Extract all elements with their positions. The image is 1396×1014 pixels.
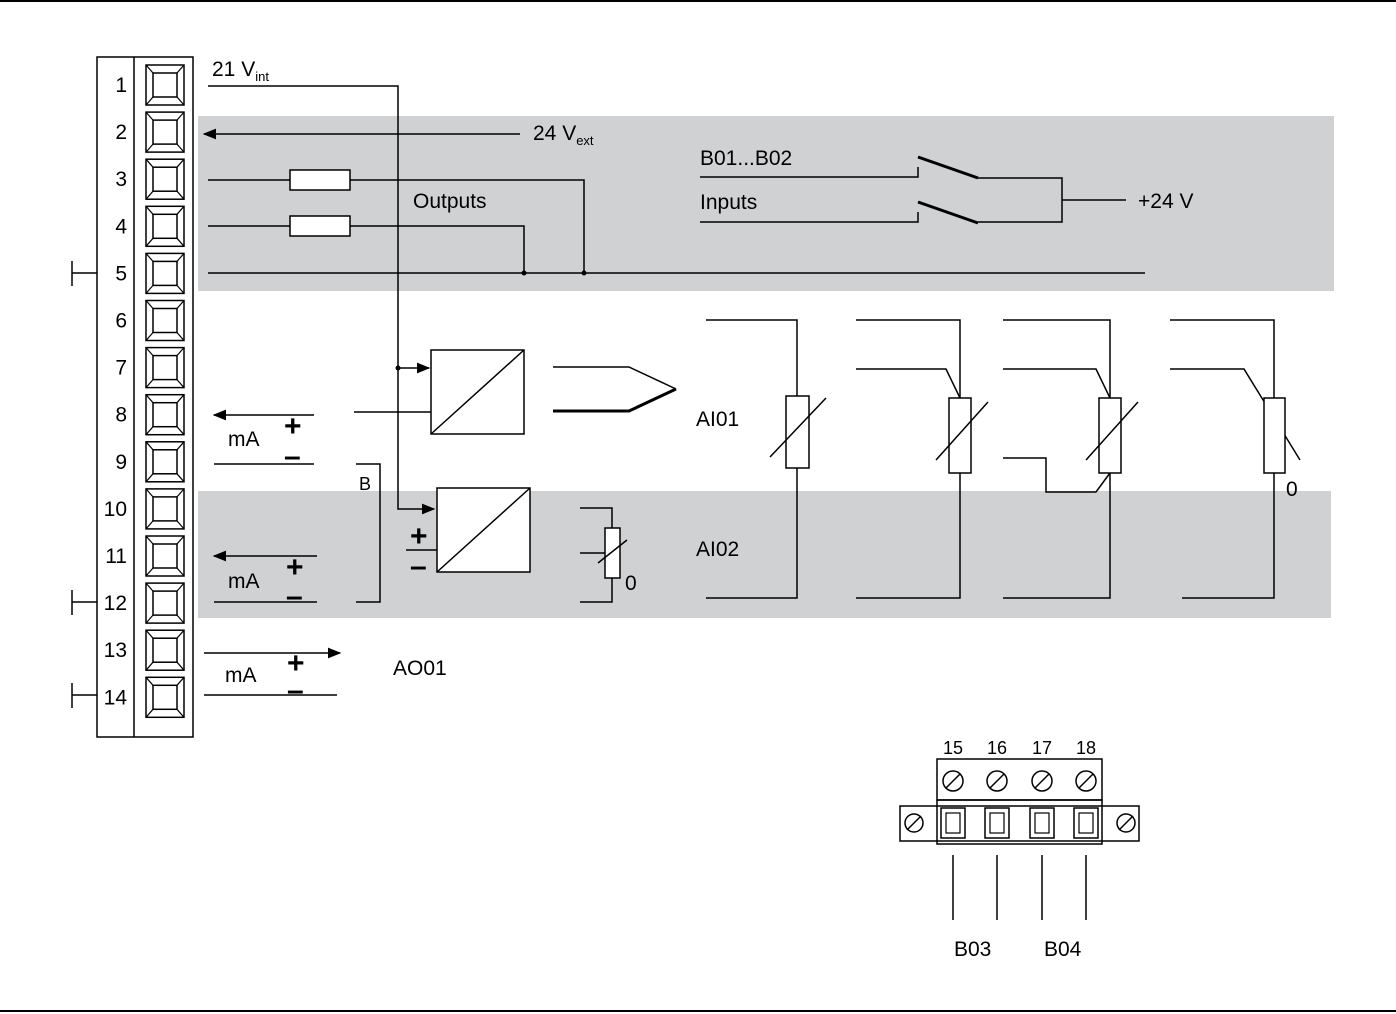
terminal-number-13: 13 [104,639,127,662]
terminal-number-3: 3 [115,168,127,191]
ground-mark-14 [71,683,97,708]
terminal-number-15: 15 [943,738,963,758]
bracket-b [356,463,381,603]
terminal-number-14: 14 [104,686,128,709]
ma-label-ao01: mA [225,664,257,687]
minus-sign-ao01: – [287,674,304,707]
terminal-7 [145,346,185,389]
terminal-clamp-15 [940,807,966,839]
potentiometer-ai02 [580,507,628,603]
b03-label: B03 [954,938,991,961]
terminal-number-6: 6 [115,310,127,333]
terminal-screw-18 [1075,770,1097,792]
minus-sign-ai01: – [284,440,301,473]
junction-dot [395,365,401,371]
ma-input-ai02 [212,550,317,603]
terminal-number-7: 7 [115,357,127,380]
terminal-number-1: 1 [115,74,127,97]
terminal-clamp-18 [1073,807,1099,839]
plus24-label: +24 V [1138,190,1193,213]
terminal-number-18: 18 [1076,738,1096,758]
ao01-label: AO01 [393,657,447,680]
rtd-3-wire [856,319,989,599]
ma-output-ao01 [204,647,342,696]
terminal-14 [145,676,185,719]
minus-sign-ai02: – [286,580,303,613]
terminal-8 [145,393,185,436]
terminal-screws-right: 15 16 17 18 [940,738,1099,839]
terminal-number-12: 12 [104,592,127,615]
terminal-3 [145,158,185,200]
flange-screw-right [1116,813,1136,833]
inputs-label: Inputs [700,191,757,214]
ground-mark-12 [71,590,97,615]
ma-label-ai01: mA [228,428,260,451]
terminal-number-9: 9 [115,451,127,474]
terminal-12 [145,582,185,624]
ai02-band [198,491,1331,618]
b01-b02-label: B01...B02 [700,147,792,170]
terminal-9 [145,441,185,483]
thermocouple-symbol [553,366,677,413]
terminal-number-16: 16 [987,738,1007,758]
terminal-screw-16 [986,770,1008,792]
ma-label-ai02: mA [228,570,260,593]
output-resistors [208,169,1145,276]
terminal-wires-right [952,855,1087,920]
v-ext-label: 24 Vext [533,122,594,148]
terminal-1 [145,64,185,106]
terminal-number-11: 11 [105,545,127,568]
rtd-2-wire [706,319,827,599]
potentiometer-ai01 [1170,319,1301,599]
ai02-label: AI02 [696,538,739,561]
input-switches [700,155,1126,225]
terminal-13 [145,629,185,671]
terminal-number-10: 10 [104,498,127,521]
ma-input-ai01 [212,409,314,465]
terminal-11 [145,535,185,577]
ground-mark-5 [71,261,97,286]
terminal-number-8: 8 [115,404,127,427]
terminal-clamp-17 [1029,807,1055,839]
plus-sign-ai02: + [286,551,304,584]
outputs-label: Outputs [413,190,487,213]
terminal-10 [145,488,185,530]
plus-sign-ao01: + [287,647,305,680]
terminal-number-17: 17 [1032,738,1052,758]
b-marker-label: B [359,474,371,494]
plus-sign-converter: + [410,520,428,553]
converter-ai02 [406,487,531,573]
terminal-clamp-16 [984,807,1010,839]
minus-sign-converter: – [410,550,427,583]
terminal-screw-15 [942,770,964,792]
terminal-5 [145,252,185,295]
flange-screw-left [904,813,924,833]
zero-label-ai01: 0 [1286,478,1298,501]
digital-io-band [198,116,1334,291]
ai01-label: AI01 [696,408,739,431]
terminal-number-4: 4 [115,215,127,238]
terminal-6 [145,299,185,342]
terminal-screws-left [145,64,185,719]
terminal-4 [145,205,185,248]
v-int-wire [208,85,425,510]
b04-label: B04 [1044,938,1082,961]
converter-ai01 [354,349,525,435]
v-int-label: 21 Vint [212,58,269,84]
terminal-screw-17 [1031,770,1053,792]
terminal-block-right: 15 16 17 18 [899,738,1140,920]
plus-sign-ai01: + [284,410,302,443]
rtd-4-wire [1003,319,1139,599]
terminal-number-2: 2 [115,121,127,144]
zero-label-ai02: 0 [625,572,637,595]
terminal-number-5: 5 [115,262,127,285]
terminal-2 [145,111,185,153]
